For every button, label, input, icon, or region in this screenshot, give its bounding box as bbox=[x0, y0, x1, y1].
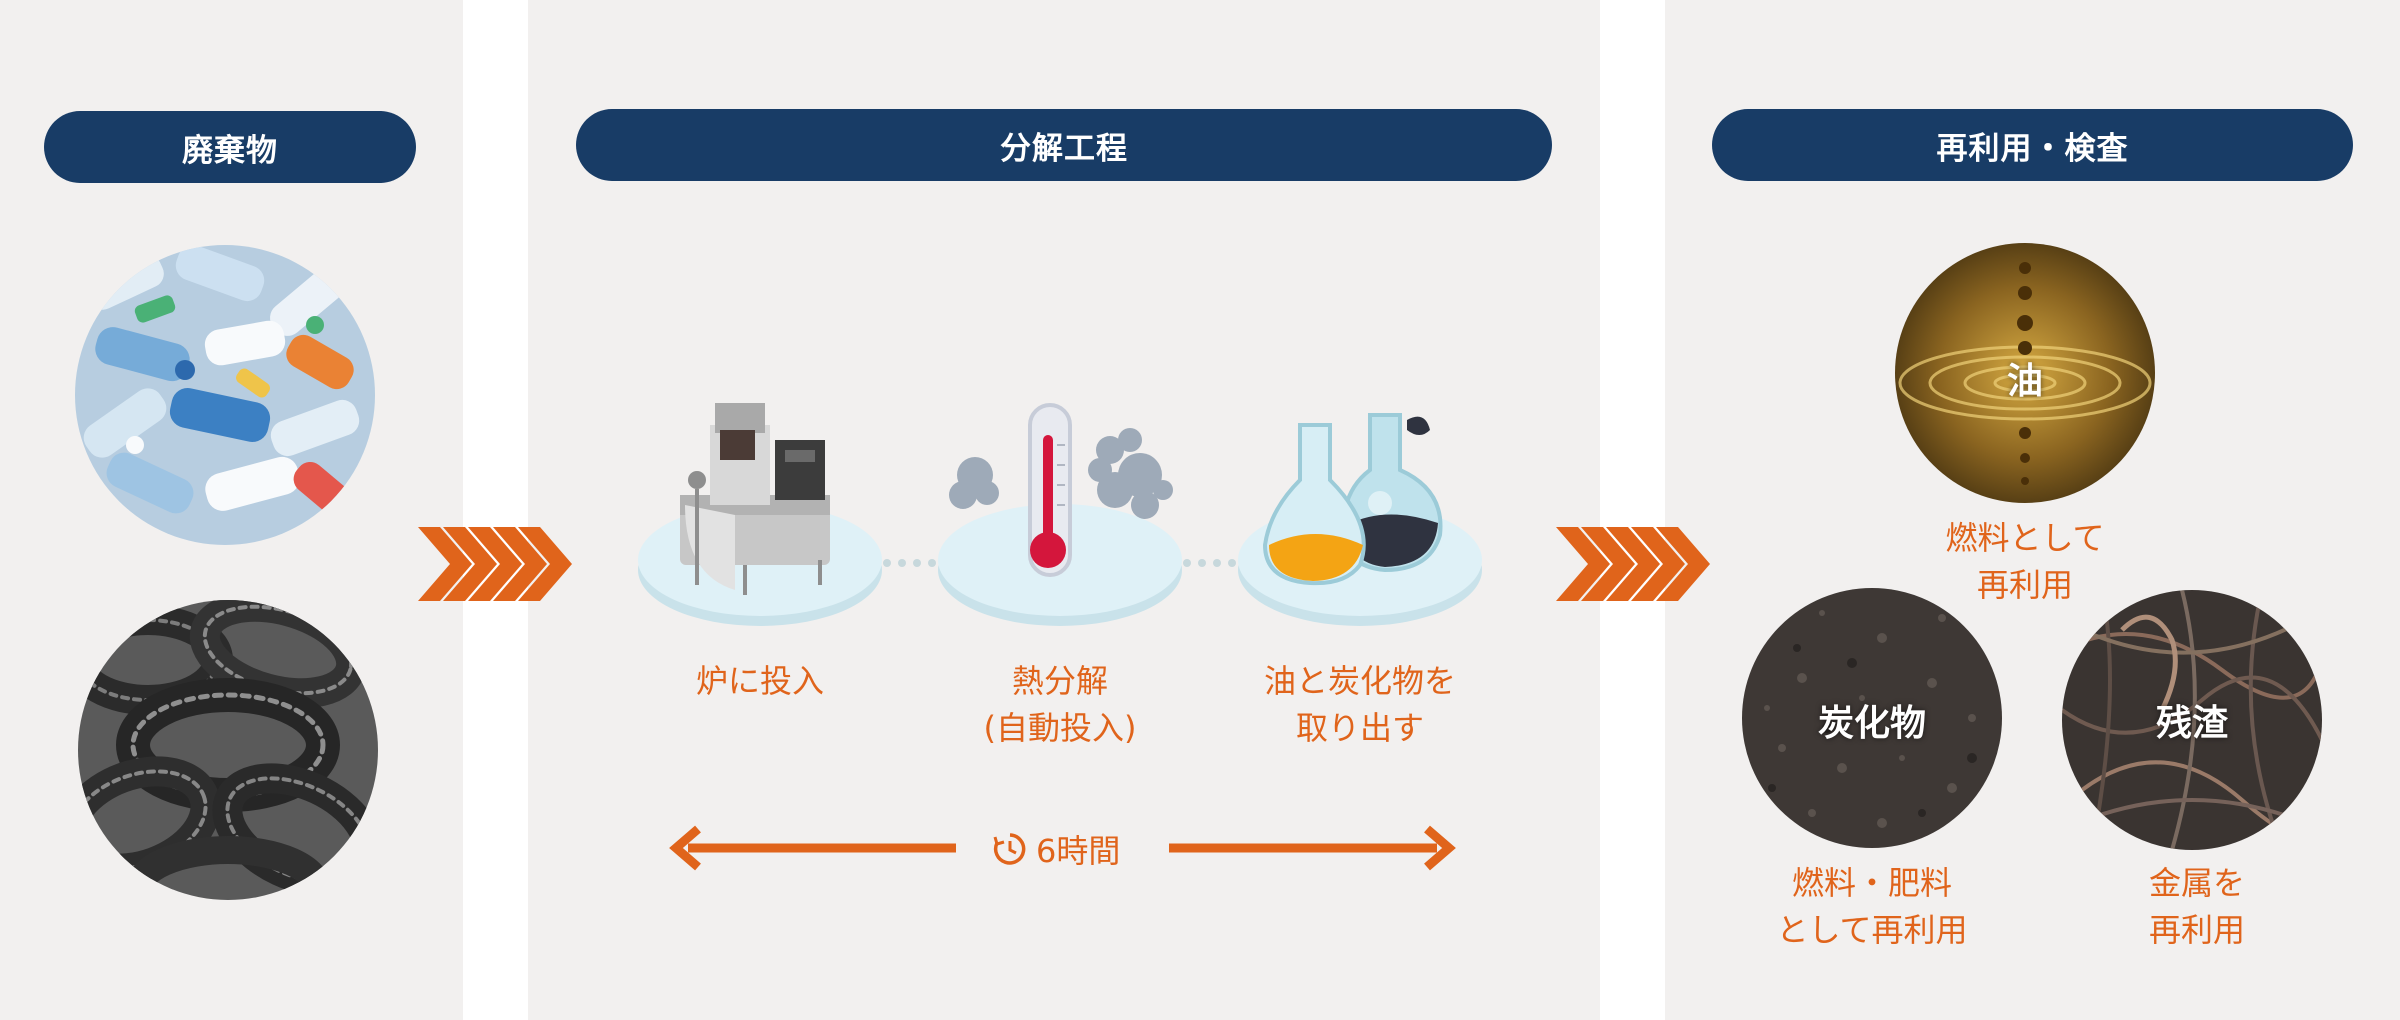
step-1-label: 炉に投入 bbox=[695, 662, 824, 700]
oil-name: 油 bbox=[2006, 361, 2043, 402]
step-connector bbox=[883, 559, 936, 567]
step-2-label: 熱分解 (自動投入) bbox=[983, 662, 1137, 747]
plastic-bottles-photo bbox=[75, 245, 375, 545]
tires-photo bbox=[78, 600, 378, 900]
duration-left-arrow bbox=[669, 825, 956, 871]
flask-icon bbox=[1238, 413, 1482, 626]
process-header: 分解工程 bbox=[576, 109, 1552, 181]
char-description: 燃料・肥料 として再利用 bbox=[1776, 864, 1968, 949]
waste-header: 廃棄物 bbox=[44, 111, 416, 183]
reuse-header: 再利用・検査 bbox=[1712, 109, 2353, 181]
duration-right-arrow bbox=[1169, 825, 1456, 871]
furnace-icon bbox=[638, 403, 882, 626]
char-name: 炭化物 bbox=[1817, 703, 1926, 744]
residue-name: 残渣 bbox=[2155, 703, 2228, 744]
chevron-arrow-icon bbox=[1556, 527, 1710, 601]
oil-photo bbox=[1895, 243, 2155, 503]
step-3-label: 油と炭化物を 取り出す bbox=[1263, 662, 1456, 747]
oil-description: 燃料として 再利用 bbox=[1945, 519, 2105, 604]
thermometer-icon bbox=[938, 403, 1182, 626]
duration-label: 6時間 bbox=[992, 826, 1120, 872]
chevron-arrow-icon bbox=[418, 527, 572, 601]
clock-icon bbox=[993, 833, 1026, 865]
char-photo bbox=[1742, 588, 2002, 848]
step-connector bbox=[1183, 559, 1236, 567]
residue-description: 金属を 再利用 bbox=[2148, 864, 2245, 949]
